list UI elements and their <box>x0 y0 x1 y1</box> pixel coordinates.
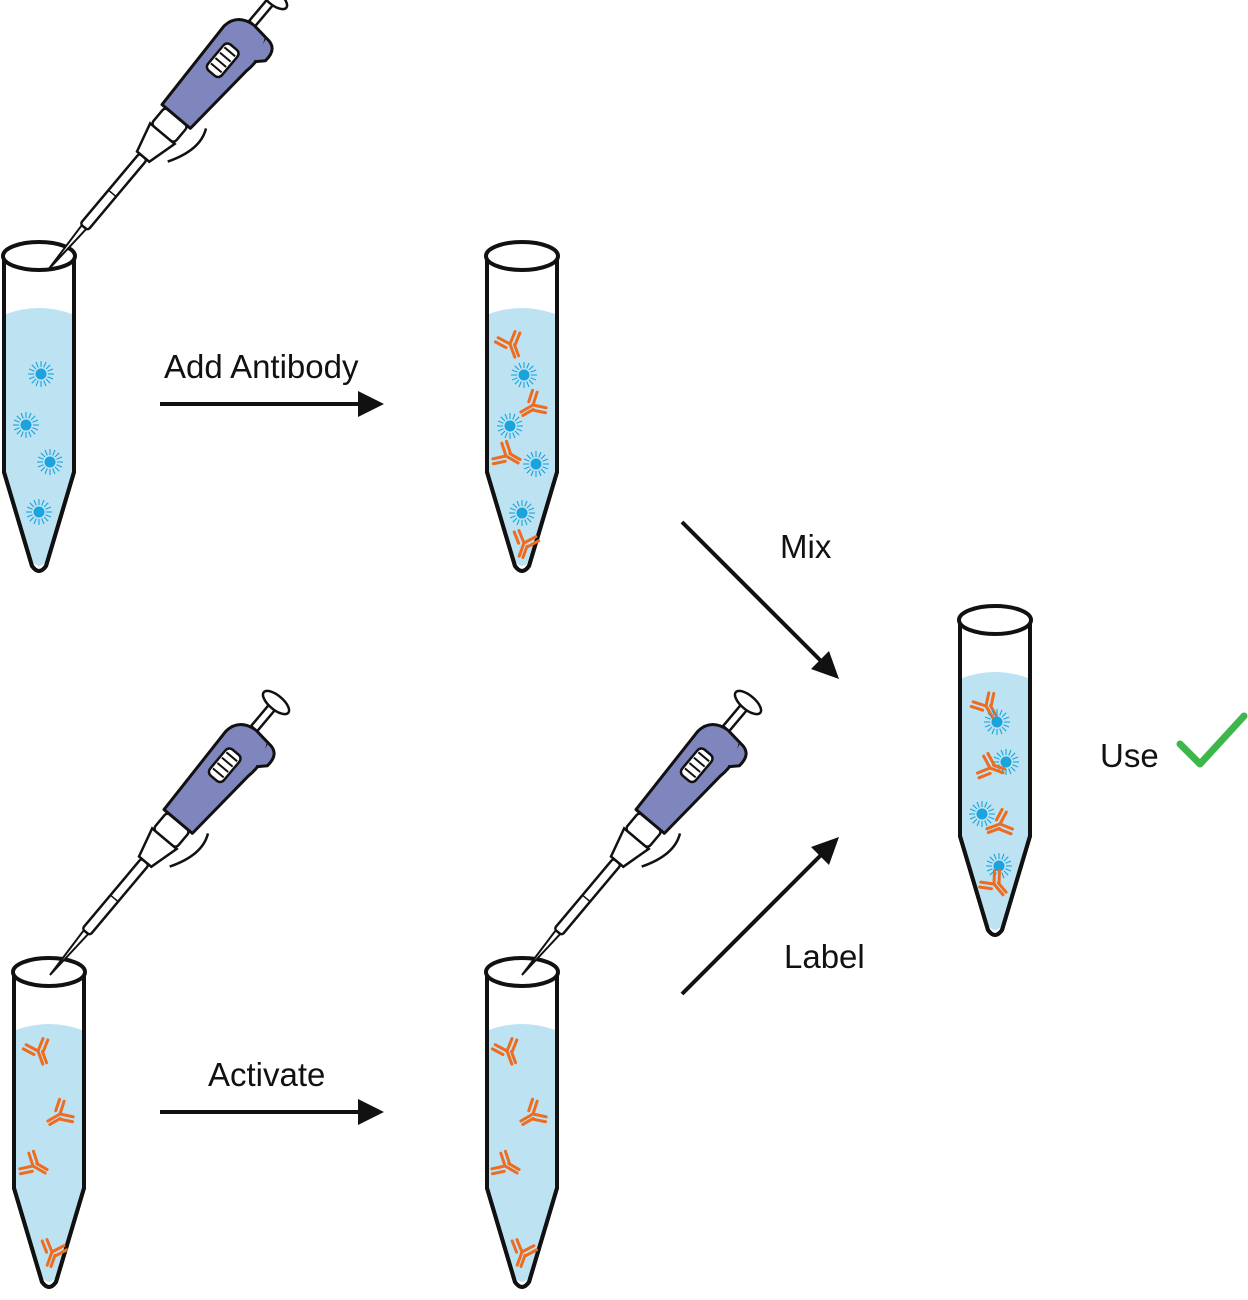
bead-icon <box>510 361 538 389</box>
tube-activated-antibodies <box>484 956 560 1289</box>
bead-icon <box>12 411 40 439</box>
bead-icon <box>27 360 55 388</box>
tube-labeled-product <box>957 604 1033 937</box>
bead-icon <box>968 800 996 828</box>
label-add-antibody: Add Antibody <box>164 348 359 385</box>
label-label: Label <box>784 938 865 975</box>
label-activate: Activate <box>208 1056 325 1093</box>
bead-icon <box>522 450 550 478</box>
pipette-icon <box>31 682 310 999</box>
bead-icon <box>508 499 536 527</box>
tube-beads-antibodies <box>484 240 560 573</box>
bead-icon <box>36 448 64 476</box>
pipette-icon <box>503 682 782 999</box>
tube-beads <box>1 240 77 573</box>
arrow-mix <box>680 520 839 679</box>
pipette-icon <box>29 0 308 294</box>
tube-antibodies <box>11 956 87 1289</box>
label-mix: Mix <box>780 528 832 565</box>
bead-icon <box>25 498 53 526</box>
bead-icon <box>983 708 1011 736</box>
bead-icon <box>496 412 524 440</box>
arrow-add-antibody <box>160 391 384 417</box>
checkmark-icon <box>1176 712 1248 768</box>
arrow-activate <box>160 1099 384 1125</box>
label-use: Use <box>1100 737 1159 774</box>
arrow-label <box>680 837 839 996</box>
